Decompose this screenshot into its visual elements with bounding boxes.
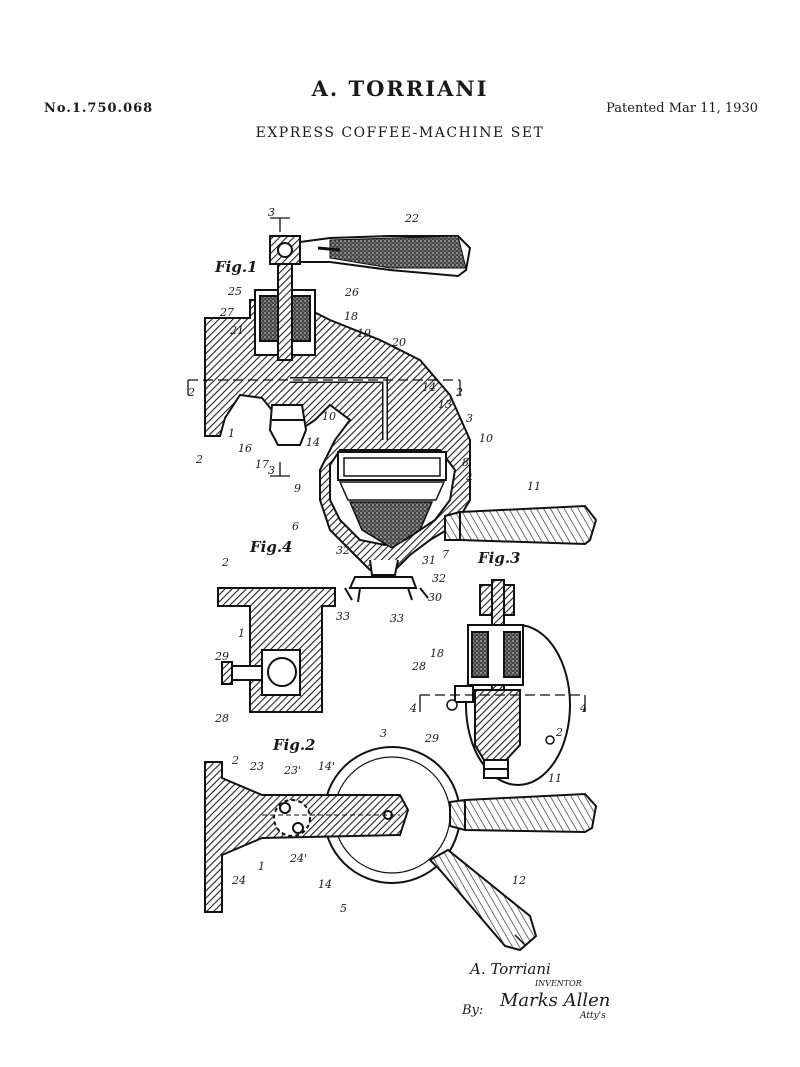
ref-29-fig4: 29 — [214, 650, 229, 663]
ref-29-fig3: 29 — [424, 732, 439, 745]
ref-6: 6 — [292, 520, 299, 533]
ref-26: 26 — [344, 286, 359, 299]
ref-22: 22 — [404, 212, 419, 225]
ref-4-fig3-right: 4 — [579, 702, 587, 715]
figure-4-drawing — [217, 587, 336, 713]
ref-14-fig1: 14 — [422, 381, 436, 394]
ref-14-prime: 14' — [318, 760, 335, 773]
ref-17: 17 — [255, 458, 269, 471]
ref-8: 8 — [462, 456, 469, 469]
ref-11-fig1: 11 — [527, 480, 541, 493]
ref-24: 24 — [231, 874, 246, 887]
figure-2-drawing — [204, 746, 598, 952]
figure-1-drawing — [187, 217, 598, 603]
signature-block: A. Torriani INVENTOR By: Marks Allen Att… — [461, 960, 610, 1021]
ref-2-fig4: 2 — [221, 556, 229, 569]
ref-4-fig3-left: 4 — [409, 702, 417, 715]
ref-5: 5 — [340, 902, 347, 915]
ref-9: 9 — [294, 482, 301, 495]
reference-numbers: 3 22 25 26 27 21 18 19 20 2 2 14 13 3 10… — [187, 206, 587, 915]
figure-2-label: Fig.2 — [272, 736, 316, 754]
ref-23-prime: 23' — [283, 764, 301, 777]
ref-18: 18 — [344, 310, 358, 323]
ref-32-left: 32 — [336, 544, 350, 557]
ref-24-prime: 24' — [289, 852, 307, 865]
patent-date: Patented Mar 11, 1930 — [606, 101, 758, 116]
ref-19: 19 — [357, 327, 371, 340]
ref-3-top: 3 — [268, 206, 275, 219]
ref-10-right: 10 — [479, 432, 493, 445]
inventor-name: A. TORRIANI — [311, 76, 489, 101]
attorney-signature: Marks Allen — [499, 990, 610, 1011]
ref-30: 30 — [428, 591, 442, 604]
ref-27: 27 — [219, 306, 234, 319]
ref-1-fig1: 1 — [228, 427, 235, 440]
ref-31: 31 — [422, 554, 436, 567]
ref-16: 16 — [238, 442, 252, 455]
ref-23: 23 — [249, 760, 264, 773]
figure-3-drawing — [419, 579, 586, 786]
ref-25: 25 — [227, 285, 242, 298]
ref-33-left: 33 — [336, 610, 350, 623]
patent-number: No.1.750.068 — [44, 101, 154, 116]
inventor-role: INVENTOR — [534, 979, 582, 988]
ref-7: 7 — [442, 548, 449, 561]
figure-1-label: Fig.1 — [214, 258, 258, 276]
ref-13: 13 — [438, 398, 452, 411]
ref-3-bottom: 3 — [268, 464, 275, 477]
figure-4-label: Fig.4 — [249, 538, 293, 556]
ref-28-fig4: 28 — [214, 712, 229, 725]
ref-2-fig2: 2 — [231, 754, 239, 767]
attorney-role: Atty's — [579, 1011, 606, 1021]
ref-2-section-left: 2 — [187, 386, 195, 399]
ref-4-fig1: 4 — [465, 472, 473, 485]
ref-2-section-right: 2 — [455, 386, 463, 399]
ref-11-fig2: 11 — [548, 772, 562, 785]
ref-2-fig3: 2 — [555, 726, 563, 739]
patent-title: EXPRESS COFFEE-MACHINE SET — [255, 125, 545, 141]
ref-14-fig1-lower: 14 — [306, 436, 320, 449]
ref-3-fig2: 3 — [380, 727, 387, 740]
ref-28-fig3: 28 — [411, 660, 426, 673]
inventor-signature: A. Torriani — [468, 960, 551, 978]
ref-32-right: 32 — [432, 572, 446, 585]
ref-12: 12 — [512, 874, 526, 887]
ref-18-fig3: 18 — [430, 647, 444, 660]
ref-20: 20 — [391, 336, 406, 349]
by-label: By: — [461, 1003, 483, 1018]
ref-2-fig1: 2 — [195, 453, 203, 466]
ref-14-fig2: 14 — [318, 878, 332, 891]
ref-1-fig2: 1 — [258, 860, 265, 873]
ref-3-fig1: 3 — [466, 412, 473, 425]
ref-33-right: 33 — [390, 612, 404, 625]
ref-10-left: 10 — [322, 410, 336, 423]
ref-1-fig4: 1 — [238, 627, 245, 640]
ref-21: 21 — [229, 324, 244, 337]
figure-3-label: Fig.3 — [477, 549, 521, 567]
